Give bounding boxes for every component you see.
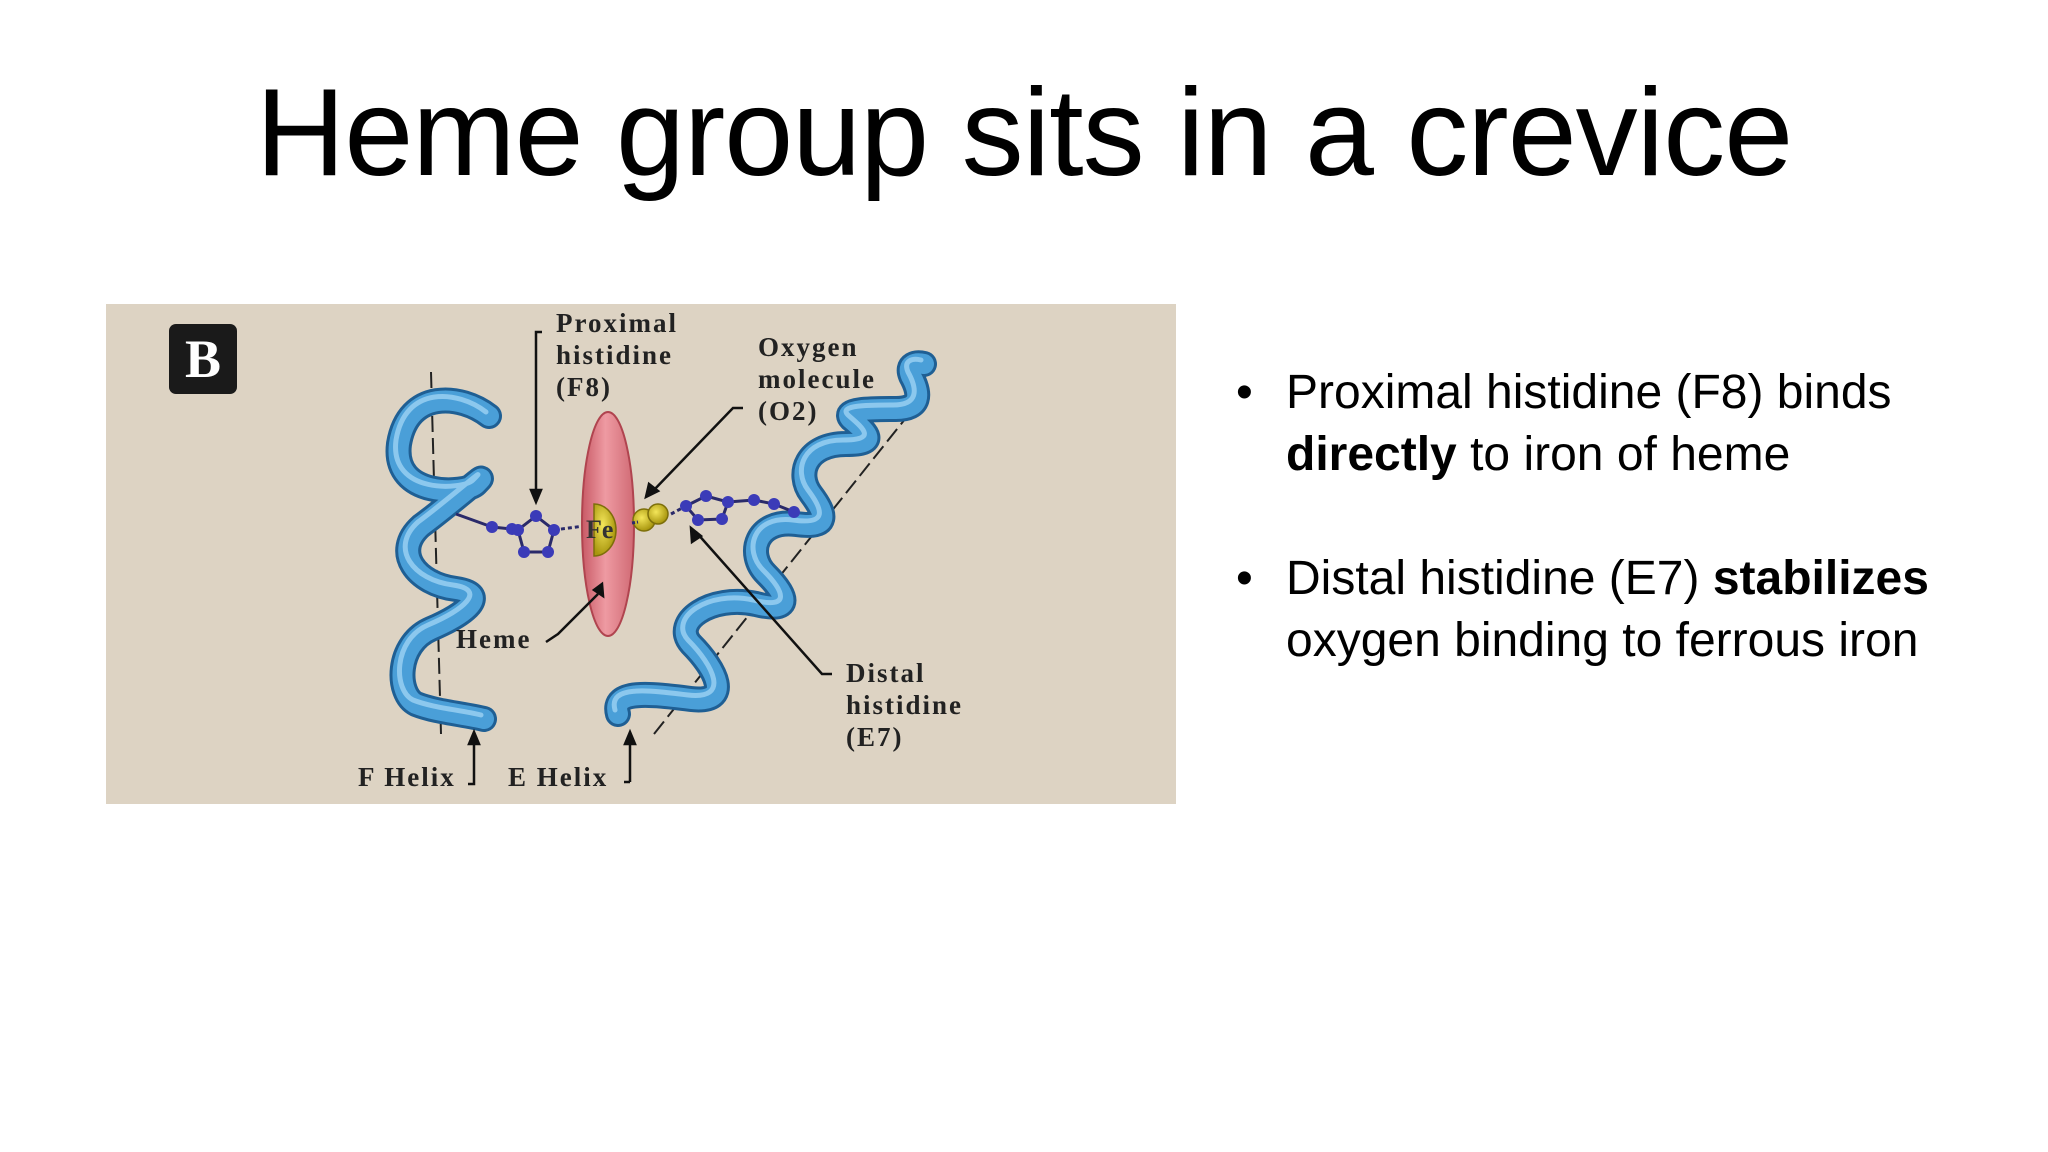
f-helix-axis (430, 371, 442, 735)
bullet-proximal: Proximal histidine (F8) binds directly t… (1236, 362, 1996, 486)
distal-label-line3: (E7) (846, 722, 904, 752)
distal-label-line2: histidine (846, 690, 963, 720)
f-helix-label: F Helix (358, 762, 456, 792)
proximal-label-line2: histidine (556, 340, 673, 370)
distal-label-line1: Distal (846, 658, 926, 688)
bullet-list: Proximal histidine (F8) binds directly t… (1236, 362, 1996, 734)
bullet-proximal-text1: Proximal histidine (F8) binds (1286, 366, 1892, 419)
heme-label: Heme (456, 624, 531, 654)
figure-svg: B (106, 304, 1176, 804)
e-helix-ribbon (604, 350, 937, 727)
oxygen-label-line2: molecule (758, 364, 876, 394)
bullet-distal-text2: oxygen binding to ferrous iron (1286, 614, 1919, 667)
iron-atom (593, 503, 617, 557)
bullet-distal: Distal histidine (E7) stabilizes oxygen … (1236, 548, 1996, 672)
distal-histidine-molecule (670, 490, 800, 526)
proximal-label-line1: Proximal (556, 308, 678, 338)
proximal-histidine-molecule (455, 510, 585, 558)
slide-title: Heme group sits in a crevice (255, 64, 1793, 202)
oxygen-label-line1: Oxygen (758, 332, 859, 362)
bullet-distal-text1: Distal histidine (E7) (1286, 552, 1713, 605)
leader-lines (467, 330, 832, 786)
bullet-proximal-bold: directly (1286, 428, 1457, 481)
panel-letter: B (185, 329, 221, 389)
fe-label: Fe (586, 515, 613, 544)
e-helix-axis (653, 398, 922, 735)
bullet-distal-bold: stabilizes (1712, 552, 1929, 605)
figure-background (106, 304, 1176, 804)
oxygen-label-line3: (O2) (758, 396, 818, 426)
heme-crevice-figure: B (106, 304, 1176, 804)
oxygen-molecule-atoms (631, 503, 669, 532)
proximal-label-line3: (F8) (556, 372, 612, 402)
f-helix-ribbon (385, 387, 502, 732)
e-helix-label: E Helix (508, 762, 608, 792)
bullet-proximal-text2: to iron of heme (1456, 428, 1791, 481)
panel-letter-box (169, 324, 237, 394)
